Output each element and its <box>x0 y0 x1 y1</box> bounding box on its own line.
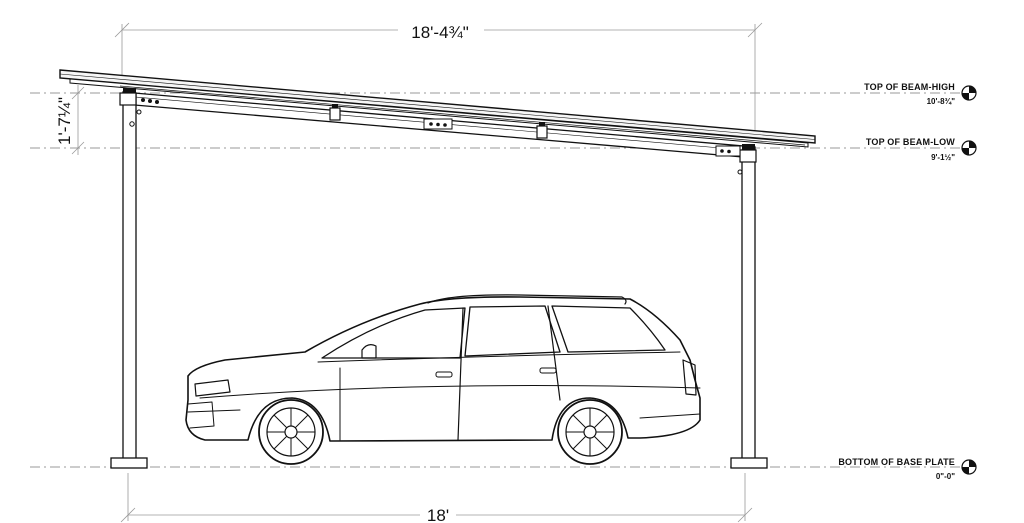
elevation-marker-icon <box>961 140 977 156</box>
car-front-wheel <box>258 399 324 465</box>
elevation-marker-icon <box>961 85 977 101</box>
roof-panels <box>59 69 816 148</box>
beam-low-value: 9'-1½" <box>931 153 955 162</box>
beam-bolt-group-center <box>423 118 453 130</box>
elevation-tag-beam-high: TOP OF BEAM-HIGH 10'-8¾" <box>864 82 977 106</box>
top-span-dimension: 18'-4¾" <box>114 18 763 140</box>
left-post <box>110 88 148 469</box>
purlin-clip <box>536 125 548 139</box>
beam-high-value: 10'-8¾" <box>927 97 956 106</box>
bottom-span-dimension-text: 18' <box>427 506 449 523</box>
beam-rise-dimension: 1'-7¼" <box>55 85 85 155</box>
elevation-reference-lines <box>30 92 960 468</box>
car-illustration <box>185 294 701 442</box>
elevation-tag-beam-low: TOP OF BEAM-LOW 9'-1½" <box>866 137 977 162</box>
right-base-plate <box>730 457 768 469</box>
bottom-span-dimension: 18' <box>120 473 753 523</box>
top-span-dimension-text: 18'-4¾" <box>411 23 468 42</box>
car-rear-wheel <box>557 399 623 465</box>
beam-low-label: TOP OF BEAM-LOW <box>866 137 955 147</box>
left-base-plate <box>110 457 148 469</box>
base-plate-value: 0"-0" <box>936 472 955 481</box>
purlin-clip <box>329 107 341 121</box>
beam-rise-dimension-text: 1'-7¼" <box>55 97 74 145</box>
beam-bolt-group-left <box>141 98 159 104</box>
elevation-tag-base-plate: BOTTOM OF BASE PLATE 0"-0" <box>838 457 977 481</box>
elevation-marker-icon <box>961 459 977 475</box>
base-plate-label: BOTTOM OF BASE PLATE <box>838 457 955 467</box>
beam-high-label: TOP OF BEAM-HIGH <box>864 82 955 92</box>
right-post <box>715 144 768 469</box>
